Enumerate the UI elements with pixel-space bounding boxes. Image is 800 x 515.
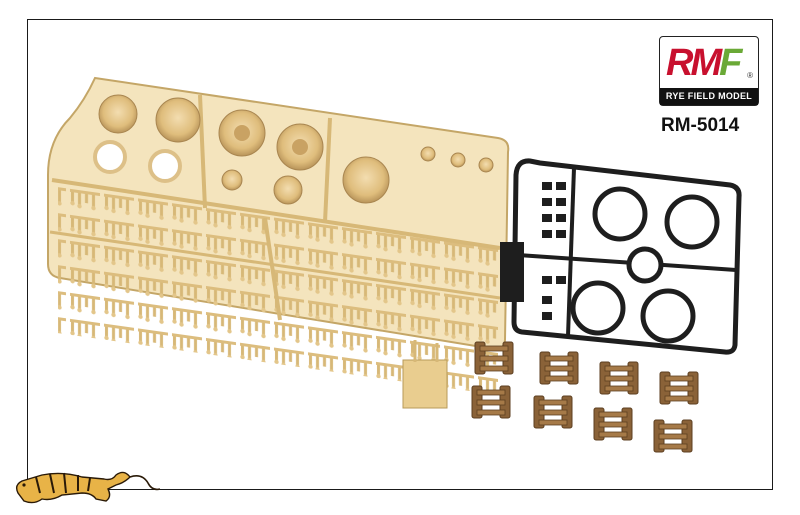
logo-brand-name: RYE FIELD MODEL [660,88,758,105]
logo-letter-m: M [690,42,722,84]
rye-field-model-logo: RMF ® RYE FIELD MODEL [659,36,759,106]
track-link [659,371,699,405]
tan-sprue [47,76,510,409]
image-frame [27,19,773,490]
logo-letter-r: R [666,42,694,84]
logo-letter-f: F [719,42,742,84]
track-link [593,407,633,441]
tiger-icon [15,471,161,504]
black-sprue [500,158,742,355]
track-link [533,395,573,429]
track-link [539,351,579,385]
track-links [471,341,699,453]
registered-mark: ® [747,71,753,80]
track-link [653,419,693,453]
track-link [471,385,511,419]
product-code: RM-5014 [661,115,740,136]
logo-letters: RMF [666,41,742,85]
track-link [599,361,639,395]
track-link [474,341,514,375]
